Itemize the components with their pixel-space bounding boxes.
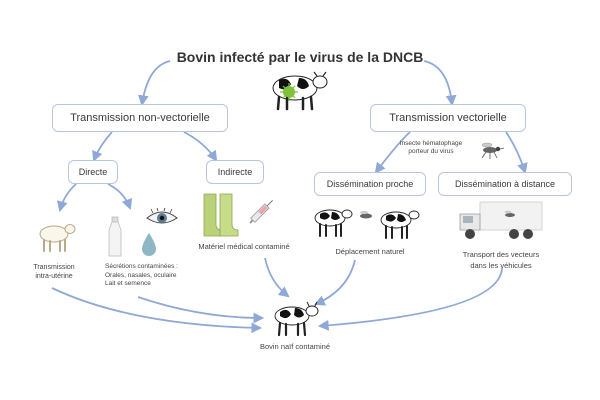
boots-icon xyxy=(203,193,239,237)
indirect-box: Indirecte xyxy=(206,160,264,184)
arrow-to-indirect xyxy=(183,131,218,162)
transport-label: Transport des vecteurs dans les véhicule… xyxy=(462,250,540,270)
secretions-label: Sécrétions contaminées : Orales, nasales… xyxy=(105,263,178,287)
arrow-top-left xyxy=(138,60,171,107)
arrow-to-far xyxy=(505,131,528,175)
arrow-material xyxy=(264,257,290,298)
arrow-to-direct xyxy=(92,131,113,163)
vector-transmission-box: Transmission vectorielle xyxy=(370,104,526,132)
non-vector-transmission-box: Transmission non-vectorielle xyxy=(52,104,228,132)
cows-insect-icon xyxy=(314,209,420,239)
arrow-natural xyxy=(314,259,356,306)
infected-cow-icon xyxy=(272,71,328,111)
direct-box: Directe xyxy=(68,160,118,184)
truck-icon xyxy=(459,201,543,239)
near-dissemination-box: Dissémination proche xyxy=(314,172,426,196)
insect-label: Insecte hématophage porteur du virus xyxy=(399,140,463,155)
arrow-to-milk xyxy=(107,183,133,211)
arrow-top-right xyxy=(423,60,457,107)
arrow-to-calf xyxy=(57,183,77,213)
diagram-title: Bovin infecté par le virus de la DNCB xyxy=(176,49,424,65)
drop-icon xyxy=(142,233,156,256)
calf-icon xyxy=(39,224,76,252)
milk-bottle-icon xyxy=(108,216,122,257)
eye-icon xyxy=(146,208,178,224)
naive-cow-icon xyxy=(274,301,319,337)
far-dissemination-box: Dissémination à distance xyxy=(438,172,572,196)
intrauterine-label: Transmission intra-utérine xyxy=(33,264,75,280)
natural-movement-label: Déplacement naturel xyxy=(335,247,405,256)
arrow-secretions xyxy=(137,296,265,324)
arrow-transport xyxy=(317,267,503,331)
naive-cow-label: Bovin naïf contaminé xyxy=(259,342,331,351)
insect-icon xyxy=(481,142,504,159)
arrow-to-near xyxy=(374,131,411,174)
syringe-icon xyxy=(249,200,273,224)
material-label: Matériel médical contaminé xyxy=(198,242,290,251)
arrow-intrauterine xyxy=(51,287,263,334)
